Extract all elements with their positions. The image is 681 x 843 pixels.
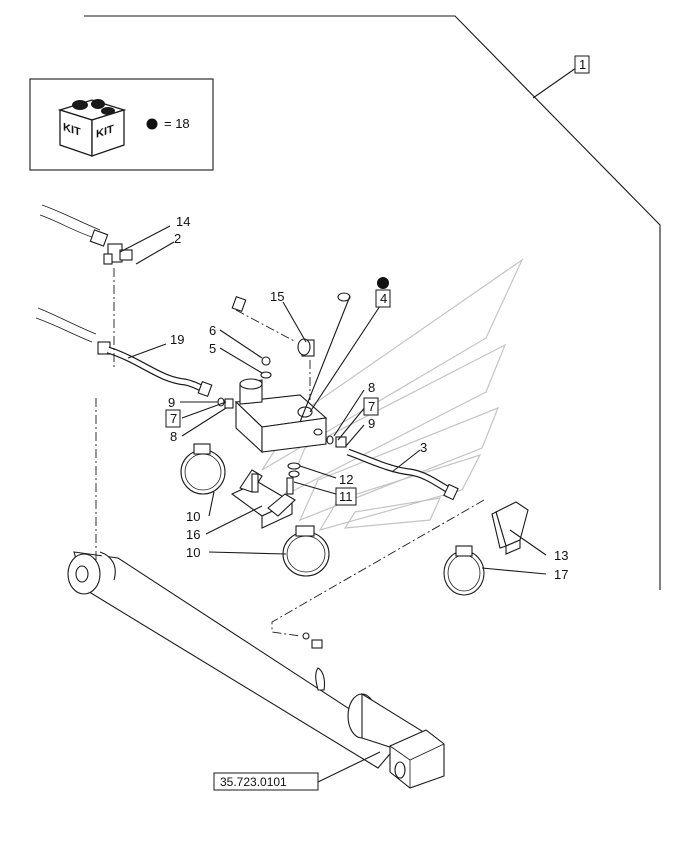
watermark-logo <box>261 258 524 531</box>
tube-19 <box>106 346 213 398</box>
callout-10-upper: 10 <box>186 509 200 524</box>
hose-clamp-17 <box>443 545 485 596</box>
callout-13: 13 <box>554 548 568 563</box>
callout-9-right: 9 <box>368 416 375 431</box>
hose-clamp-10-upper <box>180 443 226 495</box>
washer-5 <box>260 371 272 379</box>
svg-text:7: 7 <box>368 399 375 414</box>
upper-hose <box>39 204 109 247</box>
callout-7-left: 7 <box>165 409 181 428</box>
tube-2 <box>131 259 247 313</box>
callout-12: 12 <box>339 472 353 487</box>
callout-8-right: 8 <box>368 380 375 395</box>
callout-9-left: 9 <box>168 395 175 410</box>
reference-label: 35.723.0101 <box>213 772 319 791</box>
callout-8-left: 8 <box>170 429 177 444</box>
svg-text:35.723.0101: 35.723.0101 <box>220 775 287 789</box>
tee-fitting-14 <box>103 243 133 265</box>
callout-5: 5 <box>209 341 216 356</box>
kit-box-icon <box>57 99 127 157</box>
center-lines <box>95 268 485 637</box>
callout-15: 15 <box>270 289 284 304</box>
tube-3 <box>346 448 459 501</box>
callout-1: 1 <box>574 55 590 74</box>
bracket-13 <box>491 501 529 555</box>
leader-lines <box>119 225 547 783</box>
valve-block <box>234 378 328 454</box>
callout-16: 16 <box>186 527 200 542</box>
callout-4: 4 <box>375 289 391 308</box>
svg-text:7: 7 <box>170 411 177 426</box>
callout-17: 17 <box>554 567 568 582</box>
fitting-8-right <box>335 436 347 448</box>
callout-3: 3 <box>420 440 427 455</box>
svg-text:11: 11 <box>339 489 353 504</box>
callout-10-lower: 10 <box>186 545 200 560</box>
leader-1 <box>532 67 577 99</box>
kit-legend-box <box>29 78 214 171</box>
svg-text:4: 4 <box>380 291 387 306</box>
lower-hose <box>35 307 111 355</box>
kit-bullet-icon <box>377 277 389 289</box>
callout-7-right: 7 <box>363 397 379 416</box>
svg-text:1: 1 <box>579 57 586 72</box>
callout-2: 2 <box>174 231 181 246</box>
bracket-16 <box>230 469 296 529</box>
elbow-fitting-15 <box>297 338 315 357</box>
callout-14: 14 <box>176 214 190 229</box>
hydraulic-cylinder <box>67 551 445 789</box>
fitting-8-left <box>224 398 234 409</box>
bolt-12 <box>251 462 301 495</box>
nut-6 <box>261 356 271 366</box>
oring-9-right <box>326 435 334 445</box>
callout-19: 19 <box>170 332 184 347</box>
legend-bullet-icon <box>146 118 158 130</box>
callout-11: 11 <box>335 487 357 506</box>
hose-clamp-10-lower <box>282 525 330 577</box>
callout-6: 6 <box>209 323 216 338</box>
group-bracket-line <box>84 15 661 590</box>
kit-legend-text: = 18 <box>164 116 190 131</box>
